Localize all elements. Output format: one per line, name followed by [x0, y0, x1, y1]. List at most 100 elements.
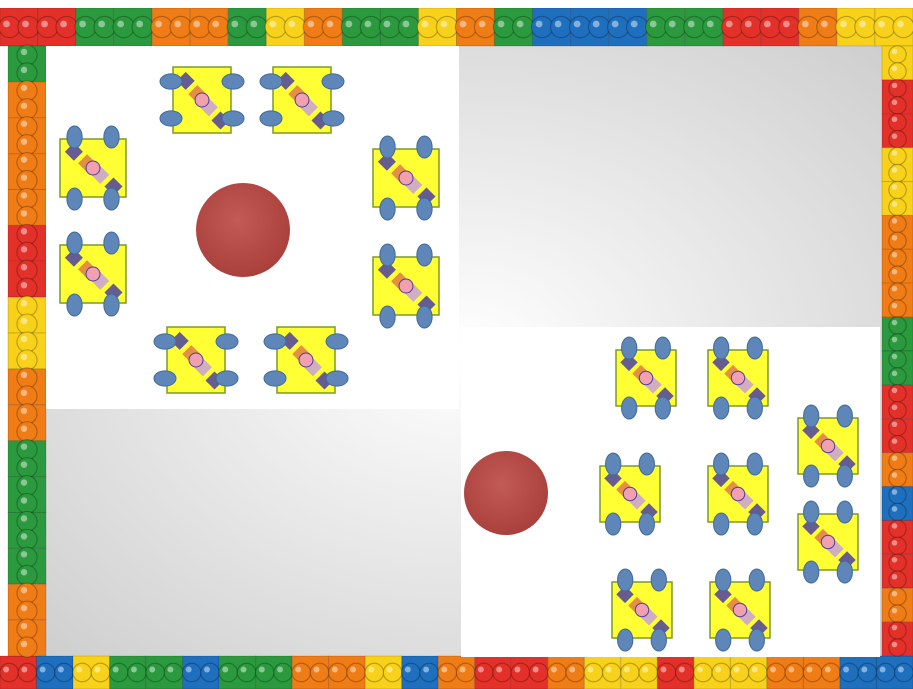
lego-brick: [182, 656, 219, 689]
chair: [837, 405, 852, 427]
lego-brick: [882, 317, 913, 351]
lego-brick: [438, 656, 475, 689]
lego-brick: [417, 8, 457, 46]
lego-brick: [8, 476, 46, 514]
chair: [747, 513, 762, 535]
chair: [804, 465, 819, 487]
student-desk: [798, 501, 858, 583]
lego-brick: [584, 656, 621, 689]
student-desk: [600, 453, 660, 535]
student-desk: [264, 327, 348, 393]
lego-brick: [265, 8, 305, 46]
student-desk: [373, 244, 439, 328]
lego-brick: [292, 656, 329, 689]
chair: [622, 397, 637, 419]
lego-brick: [75, 8, 115, 46]
student-desk: [798, 405, 858, 487]
lego-brick: [8, 583, 46, 621]
lego-brick: [882, 419, 913, 453]
lego-brick: [760, 8, 800, 46]
student-desk: [154, 327, 238, 393]
lego-brick: [684, 8, 724, 46]
chair: [104, 294, 119, 316]
student-desk: [710, 569, 770, 651]
lego-brick: [113, 8, 153, 46]
lego-brick: [882, 486, 913, 520]
top-strip: [0, 0, 913, 8]
chair: [749, 629, 764, 651]
chair: [326, 334, 348, 349]
lego-brick: [189, 8, 229, 46]
chair: [837, 501, 852, 523]
chair: [714, 337, 729, 359]
lego-brick: [767, 656, 804, 689]
lego-brick: [8, 117, 46, 155]
lego-brick: [548, 656, 585, 689]
chair: [618, 629, 633, 651]
chair: [222, 111, 244, 126]
lego-brick: [151, 8, 191, 46]
lego-brick: [882, 385, 913, 419]
lego-brick: [722, 8, 762, 46]
lego-brick: [146, 656, 183, 689]
chair: [154, 371, 176, 386]
lego-brick: [341, 8, 381, 46]
chair: [714, 513, 729, 535]
lego-brick: [8, 224, 46, 262]
chair: [804, 561, 819, 583]
lego-brick: [608, 8, 648, 46]
chair: [216, 334, 238, 349]
lego-brick: [882, 147, 913, 181]
chair: [716, 629, 731, 651]
lego-brick: [73, 656, 110, 689]
lego-brick: [874, 8, 913, 46]
chair: [622, 337, 637, 359]
lego-brick: [8, 332, 46, 370]
lego-brick: [730, 656, 767, 689]
chair: [716, 569, 731, 591]
chair: [67, 294, 82, 316]
lego-brick: [493, 8, 533, 46]
chair: [749, 569, 764, 591]
lego-brick: [475, 656, 512, 689]
lego-brick: [8, 619, 46, 657]
teacher-table-circle: [196, 183, 290, 277]
student-desk: [60, 232, 126, 316]
student-desk: [373, 136, 439, 220]
chair: [714, 397, 729, 419]
lego-brick: [8, 153, 46, 191]
chair: [837, 561, 852, 583]
lego-brick: [8, 45, 46, 83]
lego-brick: [329, 656, 366, 689]
chair: [606, 453, 621, 475]
chair: [67, 126, 82, 148]
chair: [655, 337, 670, 359]
lego-brick: [882, 452, 913, 486]
student-desk: [260, 67, 344, 133]
chair: [606, 513, 621, 535]
lego-brick: [621, 656, 658, 689]
chair: [804, 501, 819, 523]
chair: [67, 188, 82, 210]
chair: [417, 306, 432, 328]
chair: [651, 569, 666, 591]
lego-brick: [531, 8, 571, 46]
chair: [380, 306, 395, 328]
lego-brick: [219, 656, 256, 689]
lego-brick: [303, 8, 343, 46]
lego-brick: [882, 80, 913, 114]
chair: [104, 188, 119, 210]
chair: [639, 513, 654, 535]
lego-brick: [882, 554, 913, 588]
student-desk: [612, 569, 672, 651]
lego-brick: [0, 8, 39, 46]
lego-brick: [8, 260, 46, 298]
lego-brick: [657, 656, 694, 689]
chair: [837, 465, 852, 487]
chair: [618, 569, 633, 591]
lego-brick: [36, 656, 73, 689]
chair: [747, 337, 762, 359]
lego-brick: [379, 8, 419, 46]
lego-brick: [8, 368, 46, 406]
lego-brick: [882, 622, 913, 656]
